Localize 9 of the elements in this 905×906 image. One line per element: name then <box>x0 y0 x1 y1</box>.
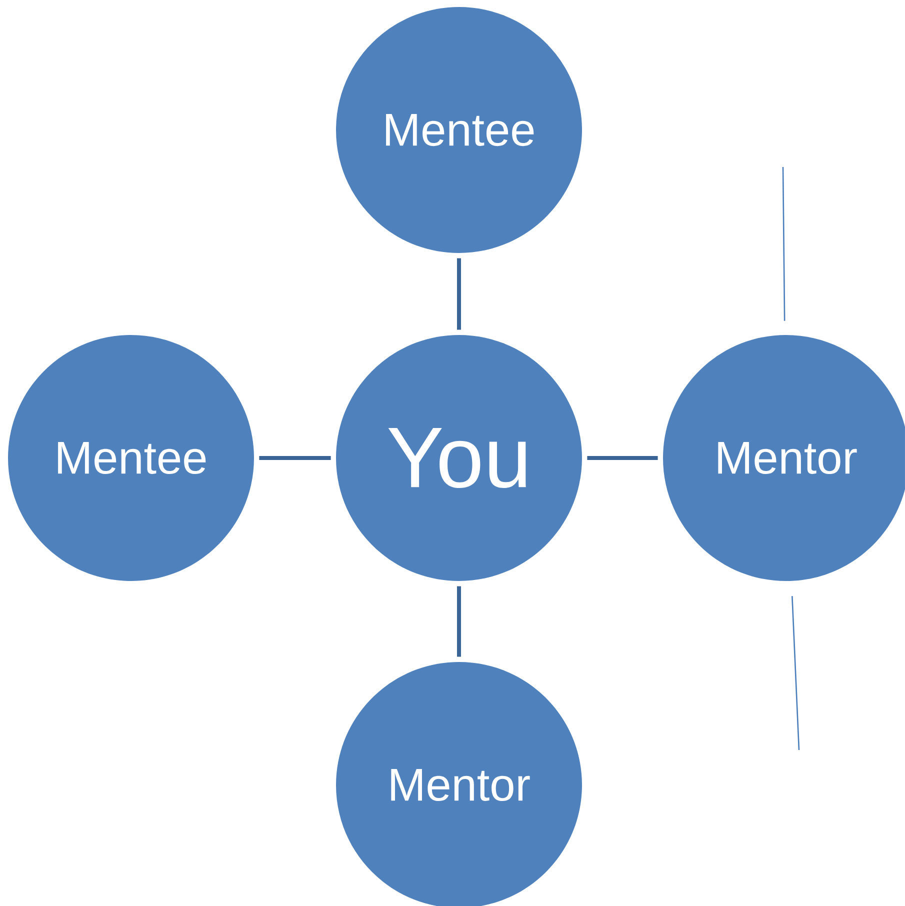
connector-line <box>792 596 800 750</box>
circle-node: Mentee <box>336 7 582 253</box>
connector-line <box>782 167 786 321</box>
connector-line <box>259 456 331 460</box>
connector-line <box>457 586 461 657</box>
connector-line <box>457 258 461 330</box>
connector-line <box>587 456 658 460</box>
circle-node: Mentee <box>8 335 254 581</box>
circle-node: You <box>336 335 582 581</box>
